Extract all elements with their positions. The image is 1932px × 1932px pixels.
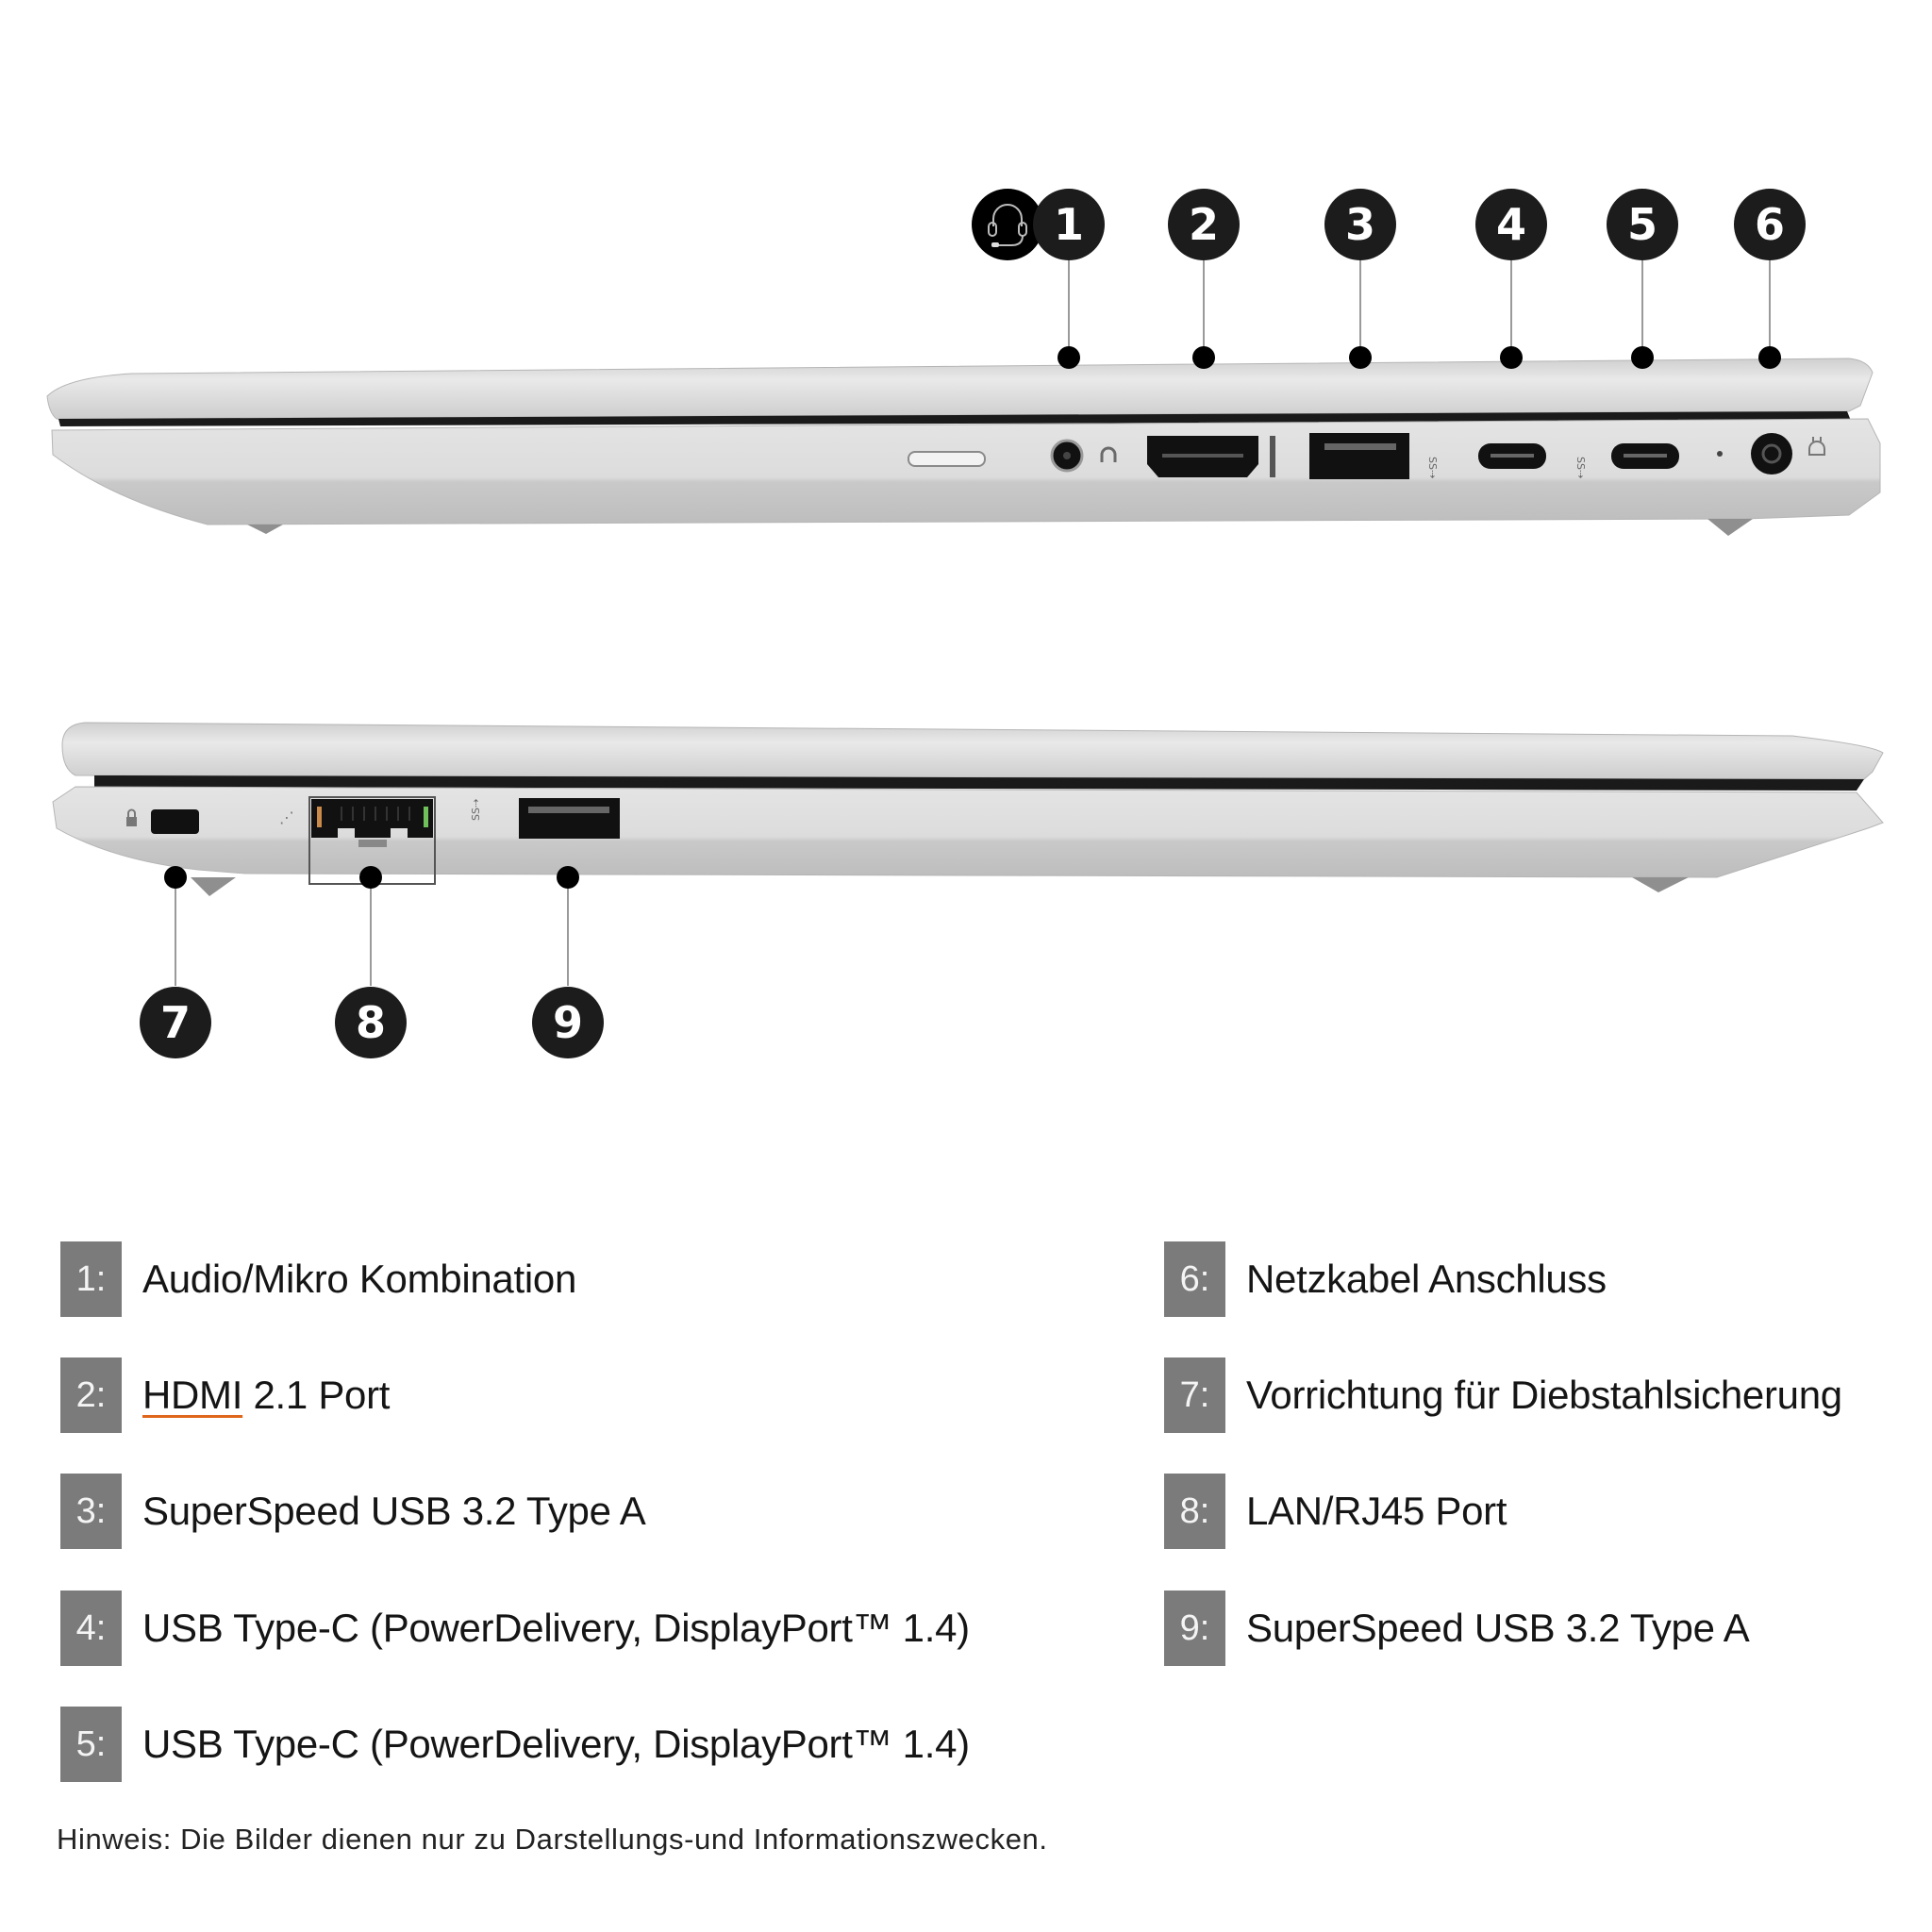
laptop-left-side-view: ⋰ SS⇢ [52,722,1884,986]
legend-label: USB Type-C (PowerDelivery, DisplayPort™ … [142,1722,970,1766]
legend-item-6: 6: Netzkabel Anschluss [1164,1241,1607,1317]
callout-4: 4 [1475,189,1547,260]
legend-item-1: 1: Audio/Mikro Kombination [60,1241,576,1317]
disclaimer-footnote: Hinweis: Die Bilder dienen nur zu Darste… [57,1823,1048,1856]
legend-number-box: 7: [1164,1357,1225,1433]
legend-label: Vorrichtung für Diebstahlsicherung [1246,1373,1842,1417]
svg-text:⋰: ⋰ [279,808,294,826]
legend-number-box: 3: [60,1474,122,1549]
legend-label: HDMI 2.1 Port [142,1373,390,1418]
legend-item-9: 9: SuperSpeed USB 3.2 Type A [1164,1591,1750,1666]
legend-label: USB Type-C (PowerDelivery, DisplayPort™ … [142,1606,970,1650]
legend-number-box: 9: [1164,1591,1225,1666]
legend-item-4: 4: USB Type-C (PowerDelivery, DisplayPor… [60,1591,970,1666]
hdmi-link[interactable]: HDMI [142,1373,243,1417]
laptop-right-side-view: SS⇢ SS⇢ [46,260,1881,536]
callout-5: 5 [1607,189,1678,260]
slot-icon [908,451,986,467]
callout-1: 1 [1033,189,1105,260]
legend-item-7: 7: Vorrichtung für Diebstahlsicherung [1164,1357,1842,1433]
callout-3: 3 [1324,189,1396,260]
legend-label: SuperSpeed USB 3.2 Type A [1246,1606,1750,1650]
svg-text:SS⇢: SS⇢ [1574,457,1587,478]
callout-7: 7 [140,987,211,1058]
legend-label: Audio/Mikro Kombination [142,1257,577,1301]
legend-item-2: 2: HDMI 2.1 Port [60,1357,390,1433]
legend-label-rest: 2.1 Port [242,1373,391,1417]
legend-label: LAN/RJ45 Port [1246,1489,1507,1533]
legend-number-box: 1: [60,1241,122,1317]
svg-text:SS⇢: SS⇢ [1426,457,1439,478]
legend-number-box: 8: [1164,1474,1225,1549]
legend-number-box: 5: [60,1707,122,1782]
legend-number-box: 4: [60,1591,122,1666]
legend-label: SuperSpeed USB 3.2 Type A [142,1489,646,1533]
callout-9: 9 [532,987,604,1058]
headset-icon [972,189,1043,260]
legend-number-box: 6: [1164,1241,1225,1317]
legend-label: Netzkabel Anschluss [1246,1257,1607,1301]
legend-item-8: 8: LAN/RJ45 Port [1164,1474,1507,1549]
legend-item-3: 3: SuperSpeed USB 3.2 Type A [60,1474,646,1549]
legend-number-box: 2: [60,1357,122,1433]
callout-2: 2 [1168,189,1240,260]
callout-6: 6 [1734,189,1806,260]
callout-8: 8 [335,987,407,1058]
svg-text:SS⇢: SS⇢ [470,799,482,821]
legend-item-5: 5: USB Type-C (PowerDelivery, DisplayPor… [60,1707,970,1782]
